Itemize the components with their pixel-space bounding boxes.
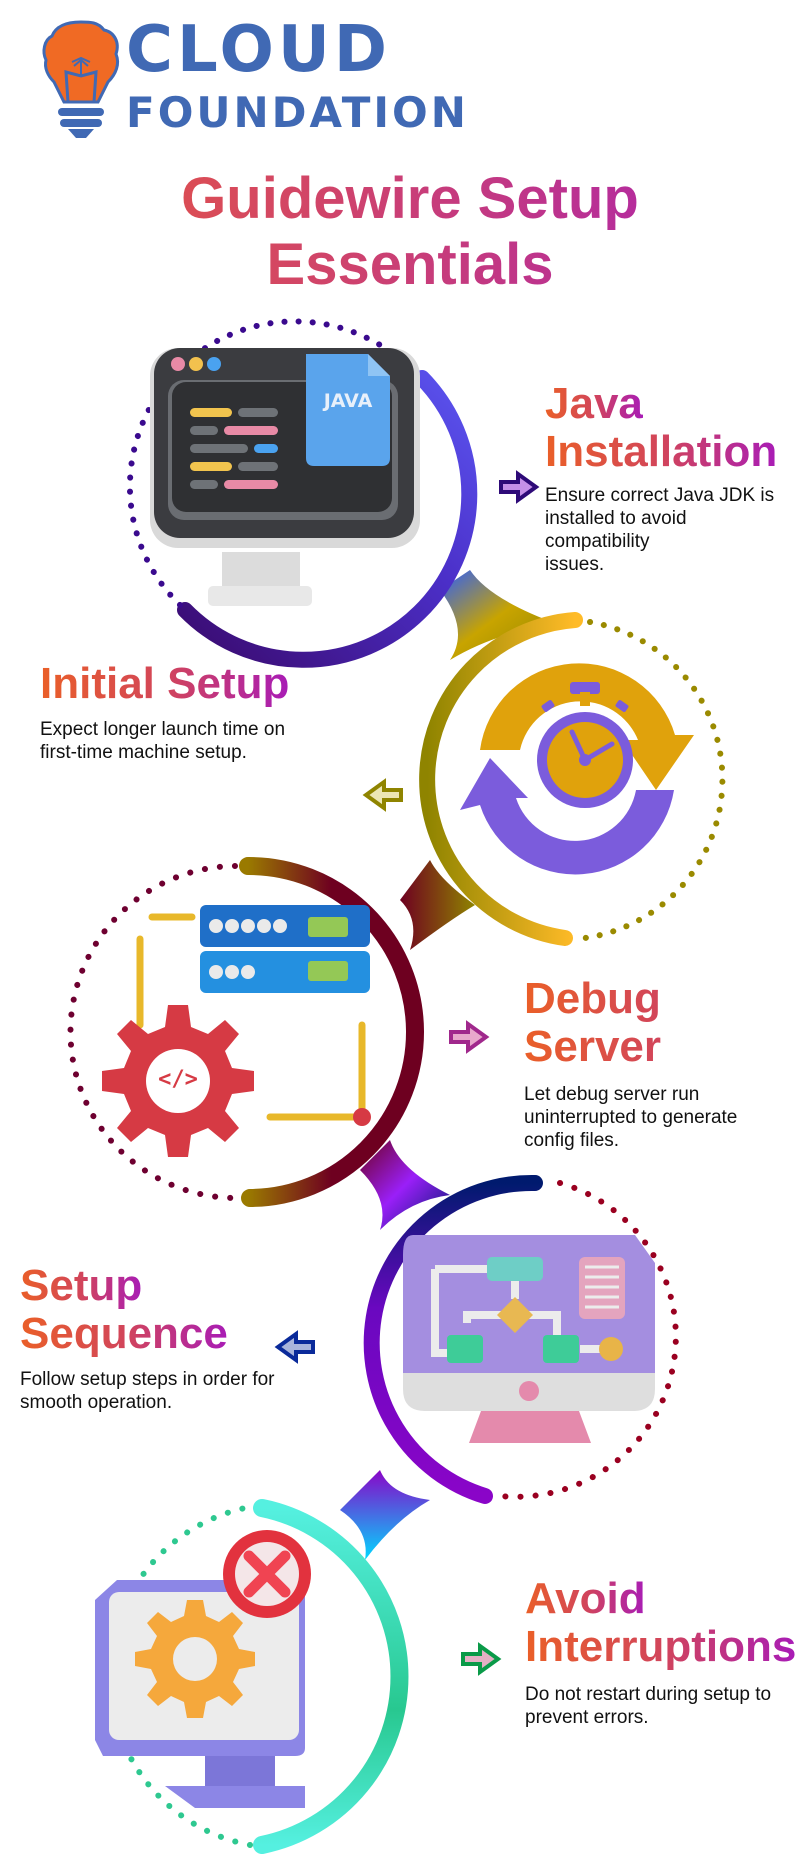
step-heading: Debug Server (524, 975, 794, 1071)
page-title-line1: Guidewire Setup (0, 166, 800, 232)
step-heading: Avoid (525, 1574, 646, 1623)
desc-line: Do not restart during setup to (525, 1684, 772, 1705)
dots-initial-setup (582, 619, 726, 941)
step-heading: Initial Setup (40, 659, 290, 708)
connector-3-4 (360, 1140, 450, 1230)
dots-java (126, 318, 413, 608)
brand-name-foundation: FOUNDATION (126, 88, 469, 137)
desc-line: Expect longer launch time on (40, 719, 286, 740)
step-heading: Installation (545, 427, 778, 476)
step-java-installation: Java Installation Ensure correct Java JD… (545, 380, 795, 576)
monitor-gear-error-icon (95, 1530, 335, 1810)
step-initial-setup: Initial Setup Expect longer launch time … (40, 660, 360, 764)
desc-line: issues. (545, 554, 605, 575)
page-title-line2: Essentials (0, 232, 800, 298)
step-description: Ensure correct Java JDK is installed to … (545, 484, 795, 576)
java-monitor-icon: JAVA (150, 340, 440, 630)
desc-line: Follow setup steps in order for (20, 1369, 275, 1390)
arrow-right-icon (449, 1020, 490, 1054)
connector-1-2 (440, 570, 560, 660)
connector-4-5 (340, 1470, 430, 1560)
arrow-right-icon (499, 470, 540, 504)
connector-2-3 (400, 860, 475, 950)
server-code-gear-icon: </> (100, 895, 380, 1175)
desc-line: first-time machine setup. (40, 742, 247, 763)
step-heading: Interruptions (525, 1622, 797, 1671)
step-avoid-interruptions: Avoid Interruptions Do not restart durin… (525, 1574, 797, 1729)
java-label: JAVA (323, 390, 373, 412)
arc-debug-server (239, 856, 424, 1207)
desc-line: installed to avoid compatibility (545, 508, 687, 552)
desc-line: prevent errors. (525, 1707, 649, 1728)
arc-initial-setup (419, 612, 583, 946)
desc-line: config files. (524, 1130, 620, 1151)
arrow-right-icon (461, 1642, 502, 1676)
brand-name-cloud: CLOUD (126, 13, 391, 87)
desc-line: Let debug server run (524, 1084, 700, 1105)
brand-logo (36, 16, 126, 140)
step-description: Expect longer launch time on first-time … (40, 718, 360, 764)
step-heading: Java (545, 379, 643, 428)
step-setup-sequence: Setup Sequence Follow setup steps in ord… (20, 1262, 310, 1414)
arc-avoid-interruptions (253, 1499, 409, 1854)
step-description: Let debug server run uninterrupted to ge… (524, 1083, 794, 1152)
step-heading: Setup (20, 1261, 143, 1310)
step-heading: Sequence (20, 1309, 228, 1358)
code-label: </> (158, 1067, 198, 1092)
stopwatch-refresh-icon (460, 640, 700, 900)
desc-line: Ensure correct Java JDK is (545, 485, 775, 506)
arc-java (177, 370, 478, 668)
flowchart-monitor-icon (395, 1235, 665, 1475)
desc-line: uninterrupted to generate (524, 1107, 738, 1128)
step-description: Follow setup steps in order for smooth o… (20, 1368, 310, 1414)
arrow-left-icon (362, 778, 403, 812)
arrow-left-icon (274, 1330, 315, 1364)
step-description: Do not restart during setup to prevent e… (525, 1683, 795, 1729)
step-debug-server: Debug Server Let debug server run uninte… (524, 975, 794, 1152)
desc-line: smooth operation. (20, 1392, 173, 1413)
arc-setup-sequence (363, 1174, 543, 1504)
lightbulb-icon (42, 20, 120, 138)
